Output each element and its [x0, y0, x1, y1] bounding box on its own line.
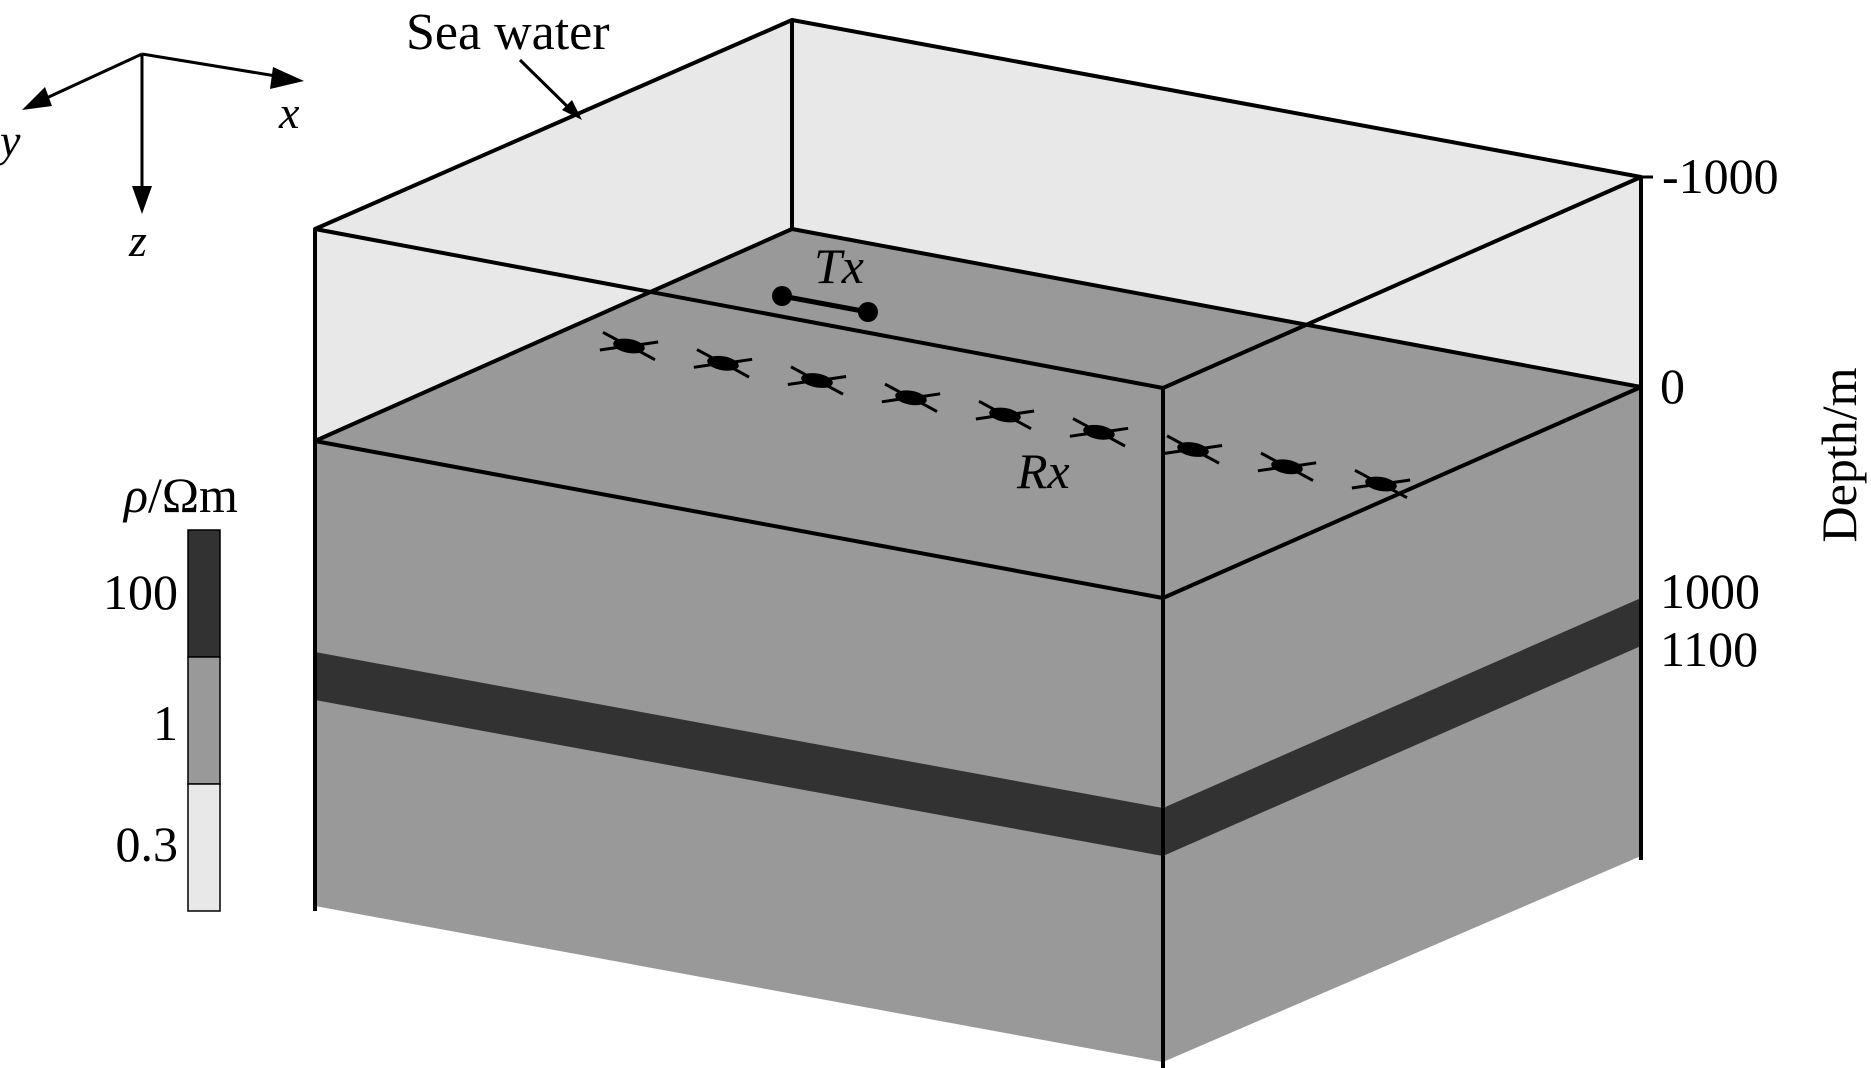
- receiver-6: [1069, 417, 1129, 448]
- resistive-layer-front: [315, 652, 1163, 856]
- sea-water-label: Sea water: [406, 4, 610, 61]
- depth-tick-1100: 1100: [1660, 621, 1758, 677]
- legend-value-1: 1: [153, 695, 178, 751]
- resistive-layer-side: [1163, 598, 1641, 856]
- legend-value-0-3: 0.3: [116, 816, 179, 872]
- receiver-3: [787, 365, 847, 396]
- legend-swatch-100: [187, 529, 221, 658]
- receiver-4: [881, 382, 941, 413]
- sea-water-top-face: [315, 20, 1641, 388]
- y-axis-line: [39, 52, 143, 103]
- transmitter: [772, 286, 878, 322]
- y-axis-label: y: [0, 115, 21, 166]
- depth-axis-title: Depth/m: [1811, 367, 1867, 542]
- depth-axis: -1000 0 1000 1100 Depth/m: [1641, 148, 1867, 677]
- seafloor-surface: [315, 229, 1641, 598]
- transmitter-electrode-a: [772, 286, 792, 306]
- receiver-2: [693, 348, 753, 379]
- legend-value-100: 100: [103, 564, 178, 620]
- depth-tick-minus-1000: -1000: [1662, 148, 1779, 204]
- receiver-7: [1163, 434, 1223, 465]
- x-axis-arrowhead: [270, 67, 304, 89]
- legend-swatch-1: [187, 656, 221, 785]
- transmitter-label: Tx: [814, 238, 864, 294]
- legend-swatch-0-3: [187, 783, 221, 912]
- depth-tick-1000: 1000: [1660, 563, 1760, 619]
- legend-symbol: ρ: [122, 467, 148, 523]
- sea-water-pointer-line: [518, 58, 575, 114]
- x-axis-label: x: [278, 87, 300, 138]
- receiver-9: [1351, 468, 1411, 500]
- sea-water-pointer-arrowhead: [562, 100, 582, 120]
- legend-title: ρ/Ωm: [122, 467, 238, 523]
- resistivity-legend: ρ/Ωm 100 1 0.3: [103, 467, 238, 912]
- receiver-array: [599, 330, 1411, 500]
- receiver-5: [975, 399, 1035, 431]
- x-axis-line: [141, 52, 283, 79]
- y-axis-arrowhead: [22, 87, 52, 110]
- legend-unit: /Ωm: [148, 467, 238, 523]
- z-axis-arrowhead: [132, 186, 152, 214]
- receiver-1: [599, 330, 659, 362]
- receiver-8: [1257, 451, 1317, 482]
- coordinate-axes: [22, 52, 304, 214]
- receiver-label: Rx: [1016, 443, 1070, 499]
- depth-tick-0: 0: [1660, 358, 1685, 414]
- transmitter-electrode-b: [858, 302, 878, 322]
- z-axis-label: z: [128, 215, 147, 266]
